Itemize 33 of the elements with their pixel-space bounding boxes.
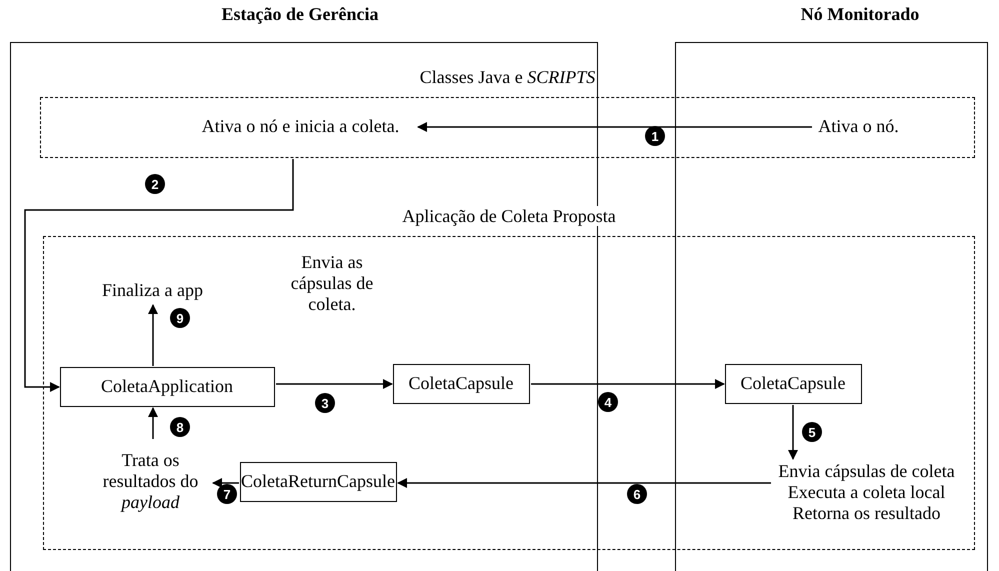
- callout-number: 1: [645, 126, 665, 146]
- callout-number: 2: [145, 174, 165, 194]
- annotation-text: Envia as cápsulas de coleta.: [290, 250, 374, 316]
- callout-number: 4: [598, 392, 618, 412]
- group-heading: Aplicação de Coleta Proposta: [400, 206, 618, 226]
- class-box: ColetaReturnCapsule: [240, 462, 396, 502]
- class-box: ColetaCapsule: [724, 364, 862, 404]
- column-heading: Nó Monitorado: [800, 4, 920, 26]
- arrow: [276, 379, 393, 389]
- arrow: [148, 407, 158, 439]
- arrow: [24, 159, 294, 392]
- arrow: [788, 405, 798, 460]
- step-text: Trata os resultados do payload: [90, 440, 212, 524]
- step-text: Finaliza a app: [92, 278, 214, 304]
- arrow: [531, 379, 725, 389]
- callout-number: 5: [802, 422, 822, 442]
- callout-number: 6: [627, 484, 647, 504]
- callout-number: 9: [170, 308, 190, 328]
- callout-number: 7: [217, 484, 237, 504]
- callout-number: 3: [315, 393, 335, 413]
- arrow: [397, 478, 771, 488]
- class-box: ColetaCapsule: [392, 364, 530, 404]
- step-text: Ativa o nó.: [812, 114, 904, 140]
- arrow: [212, 478, 239, 488]
- step-text-line: Executa a coleta local: [788, 482, 946, 503]
- step-text: Ativa o nó e inicia a coleta.: [184, 114, 416, 140]
- step-text-line: Envia cápsulas de coleta: [778, 461, 955, 482]
- arrow: [417, 122, 812, 132]
- column-heading: Estação de Gerência: [220, 4, 380, 26]
- callout-number: 8: [170, 417, 190, 437]
- class-box: ColetaApplication: [60, 366, 274, 406]
- step-text-line: Retorna os resultado: [792, 503, 940, 524]
- arrow: [148, 304, 158, 366]
